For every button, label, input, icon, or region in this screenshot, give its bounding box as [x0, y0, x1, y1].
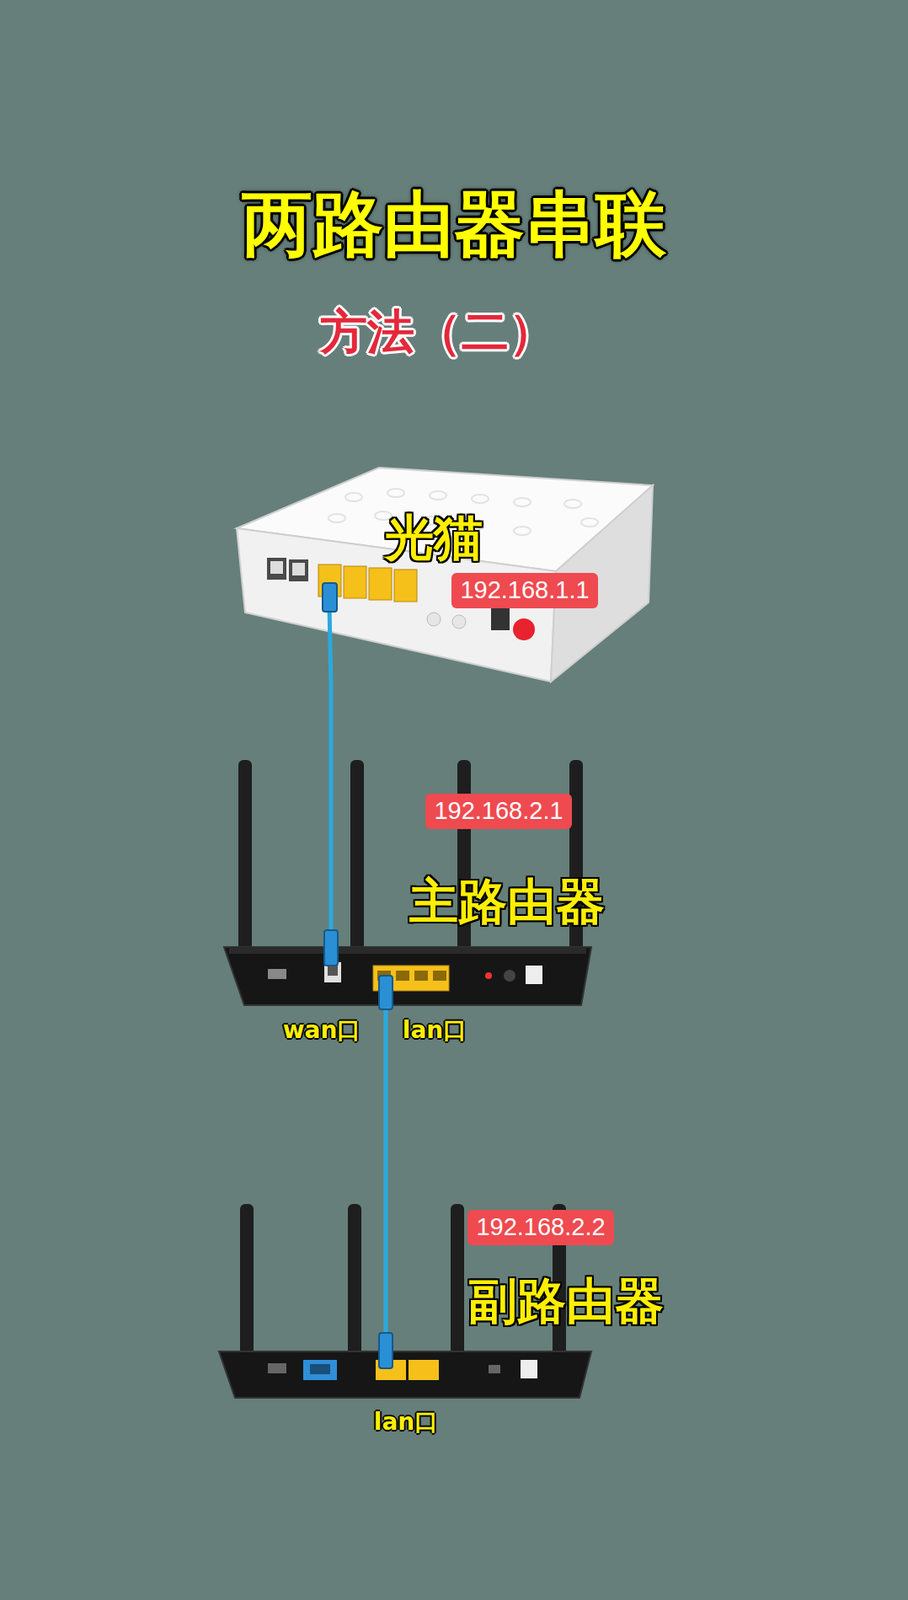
port-label: lan口	[402, 1016, 467, 1044]
network-cable	[331, 683, 332, 947]
subtitle: 方法（二）	[320, 304, 556, 359]
device-name: 副路由器	[468, 1272, 664, 1330]
port-label: wan口	[283, 1016, 362, 1044]
ip-badge: 192.168.1.1	[451, 572, 598, 608]
device-node: 192.168.2.2副路由器	[218, 1351, 592, 1398]
cable-line	[384, 1004, 389, 1352]
port-label: lan口	[373, 1408, 438, 1436]
ip-badge: 192.168.2.2	[467, 1209, 614, 1245]
device-node: 192.168.2.1主路由器	[224, 946, 592, 1005]
device-node: 光猫 192.168.1.1	[235, 469, 653, 684]
network-cable	[385, 1004, 387, 1352]
ip-badge: 192.168.2.1	[425, 793, 572, 828]
device-name: 光猫	[384, 509, 483, 567]
diagram-title: 两路由器串联	[241, 183, 667, 266]
device-name: 主路由器	[409, 873, 605, 930]
cable-line	[329, 683, 334, 947]
